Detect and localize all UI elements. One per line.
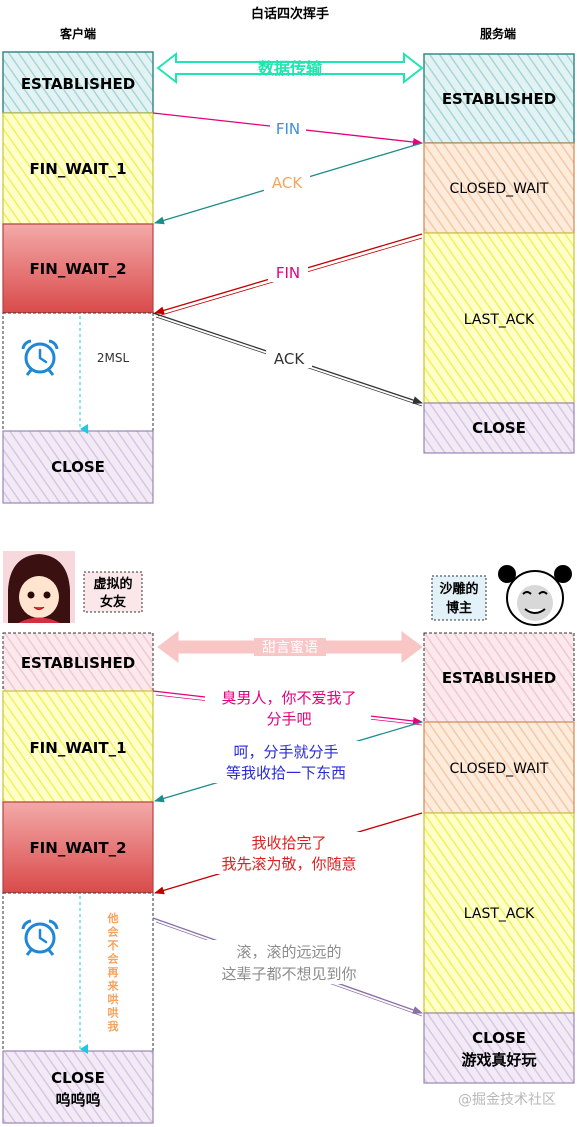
top-client-state-established	[2, 51, 154, 114]
blogger-label-line-2: 博主	[446, 600, 472, 616]
blogger-label-box	[431, 575, 487, 621]
bottom-msg-1-bg	[205, 688, 371, 728]
alarm-clock-icon	[21, 919, 59, 956]
top-client-wait-area	[2, 312, 154, 432]
bottom-msg-3-line-2: 我先滚为敬，你随意	[221, 855, 356, 873]
bottom-server-state-close-sublabel: 游戏真好玩	[461, 1051, 536, 1069]
top-client-state-established-label: ESTABLISHED	[21, 75, 135, 93]
watermark: @掘金技术社区	[458, 1092, 556, 1108]
girlfriend-avatar	[3, 551, 75, 623]
bottom-server-state-closed-wait-label: CLOSED_WAIT	[450, 761, 549, 777]
top-client-state-fin-wait-1-label: FIN_WAIT_1	[29, 160, 126, 178]
top-data-transfer-arrow	[156, 51, 424, 85]
top-server-state-closed-wait-label: CLOSED_WAIT	[450, 181, 549, 197]
bottom-msg-2-line-1: 呵，分手就分手	[233, 743, 338, 761]
bottom-server-state-established	[423, 632, 575, 723]
bottom-client-state-fin-wait-1	[2, 690, 154, 803]
alarm-clock-icon	[21, 339, 59, 376]
bottom-server-state-close-label: CLOSE	[472, 1029, 526, 1047]
girlfriend-label-line-2: 女友	[100, 594, 126, 610]
bottom-msg-2-line-2: 等我收拾一下东西	[226, 764, 346, 782]
top-server-state-close	[423, 402, 575, 454]
top-client-state-close-label: CLOSE	[51, 458, 105, 476]
top-fin-2-label-bg	[268, 262, 308, 282]
bottom-server-state-closed-wait	[423, 721, 575, 814]
bottom-client-wait-area	[2, 892, 154, 1052]
bottom-server-state-established-label: ESTABLISHED	[442, 669, 556, 687]
top-ack-2-label: ACK	[274, 350, 305, 368]
bottom-server-state-close	[423, 1012, 575, 1084]
bottom-client-state-close-sublabel: 呜呜呜	[55, 1091, 100, 1109]
bottom-msg-4-bg	[204, 940, 374, 984]
top-fin-1-label: FIN	[276, 120, 300, 138]
top-wait-label: 2MSL	[97, 351, 130, 365]
top-server-state-established-label: ESTABLISHED	[442, 90, 556, 108]
bottom-server-state-last-ack	[423, 812, 575, 1014]
bottom-client-state-fin-wait-2	[2, 801, 154, 894]
bottom-client-state-fin-wait-1-label: FIN_WAIT_1	[29, 739, 126, 757]
bottom-client-state-close	[2, 1050, 154, 1124]
bottom-msg-2-bg	[206, 741, 366, 783]
top-ack-1-label-bg	[264, 172, 310, 192]
top-fin-1-label-bg	[270, 118, 306, 138]
bottom-msg-1-line-2: 分手吧	[266, 710, 311, 728]
bottom-sweet-talk-label: 甜言蜜语	[262, 640, 318, 656]
top-client-state-close	[2, 430, 154, 504]
top-ack-2-label-bg	[266, 348, 312, 368]
top-server-state-last-ack-label: LAST_ACK	[464, 312, 535, 328]
top-ack-1-label: ACK	[272, 174, 303, 192]
top-server-state-closed-wait	[423, 142, 575, 234]
bottom-msg-4-line-1: 滚，滚的远远的	[236, 943, 341, 961]
blogger-avatar	[498, 562, 572, 628]
bottom-wait-label: 他会不会再来哄哄我	[107, 911, 120, 1033]
top-title: 白话四次挥手	[251, 6, 329, 22]
girlfriend-label-box	[83, 571, 143, 613]
bottom-msg-1-line-1: 臭男人，你不爱我了	[221, 689, 356, 707]
bottom-client-state-fin-wait-2-label: FIN_WAIT_2	[29, 839, 126, 857]
bottom-client-state-established-label: ESTABLISHED	[21, 654, 135, 672]
top-data-transfer-label: 数据传输	[258, 59, 323, 78]
bottom-msg-4-line-2: 这辈子都不想见到你	[221, 965, 356, 983]
bottom-sweet-talk-label-bg	[254, 638, 326, 656]
bottom-server-state-last-ack-label: LAST_ACK	[464, 906, 535, 922]
bottom-client-state-close-label: CLOSE	[51, 1069, 105, 1087]
top-client-state-fin-wait-1	[2, 112, 154, 225]
bottom-client-state-established	[2, 632, 154, 692]
girlfriend-label-line-1: 虚拟的	[93, 576, 132, 592]
bottom-msg-3-line-1: 我收拾完了	[251, 834, 326, 852]
blogger-label-line-1: 沙雕的	[439, 581, 478, 597]
top-server-label: 服务端	[480, 26, 516, 41]
top-server-state-close-label: CLOSE	[472, 419, 526, 437]
top-client-state-fin-wait-2	[2, 223, 154, 314]
top-client-state-fin-wait-2-label: FIN_WAIT_2	[29, 260, 126, 278]
top-fin-2-label: FIN	[276, 264, 300, 282]
top-client-label: 客户端	[59, 26, 96, 41]
bottom-msg-3-bg	[204, 832, 372, 874]
